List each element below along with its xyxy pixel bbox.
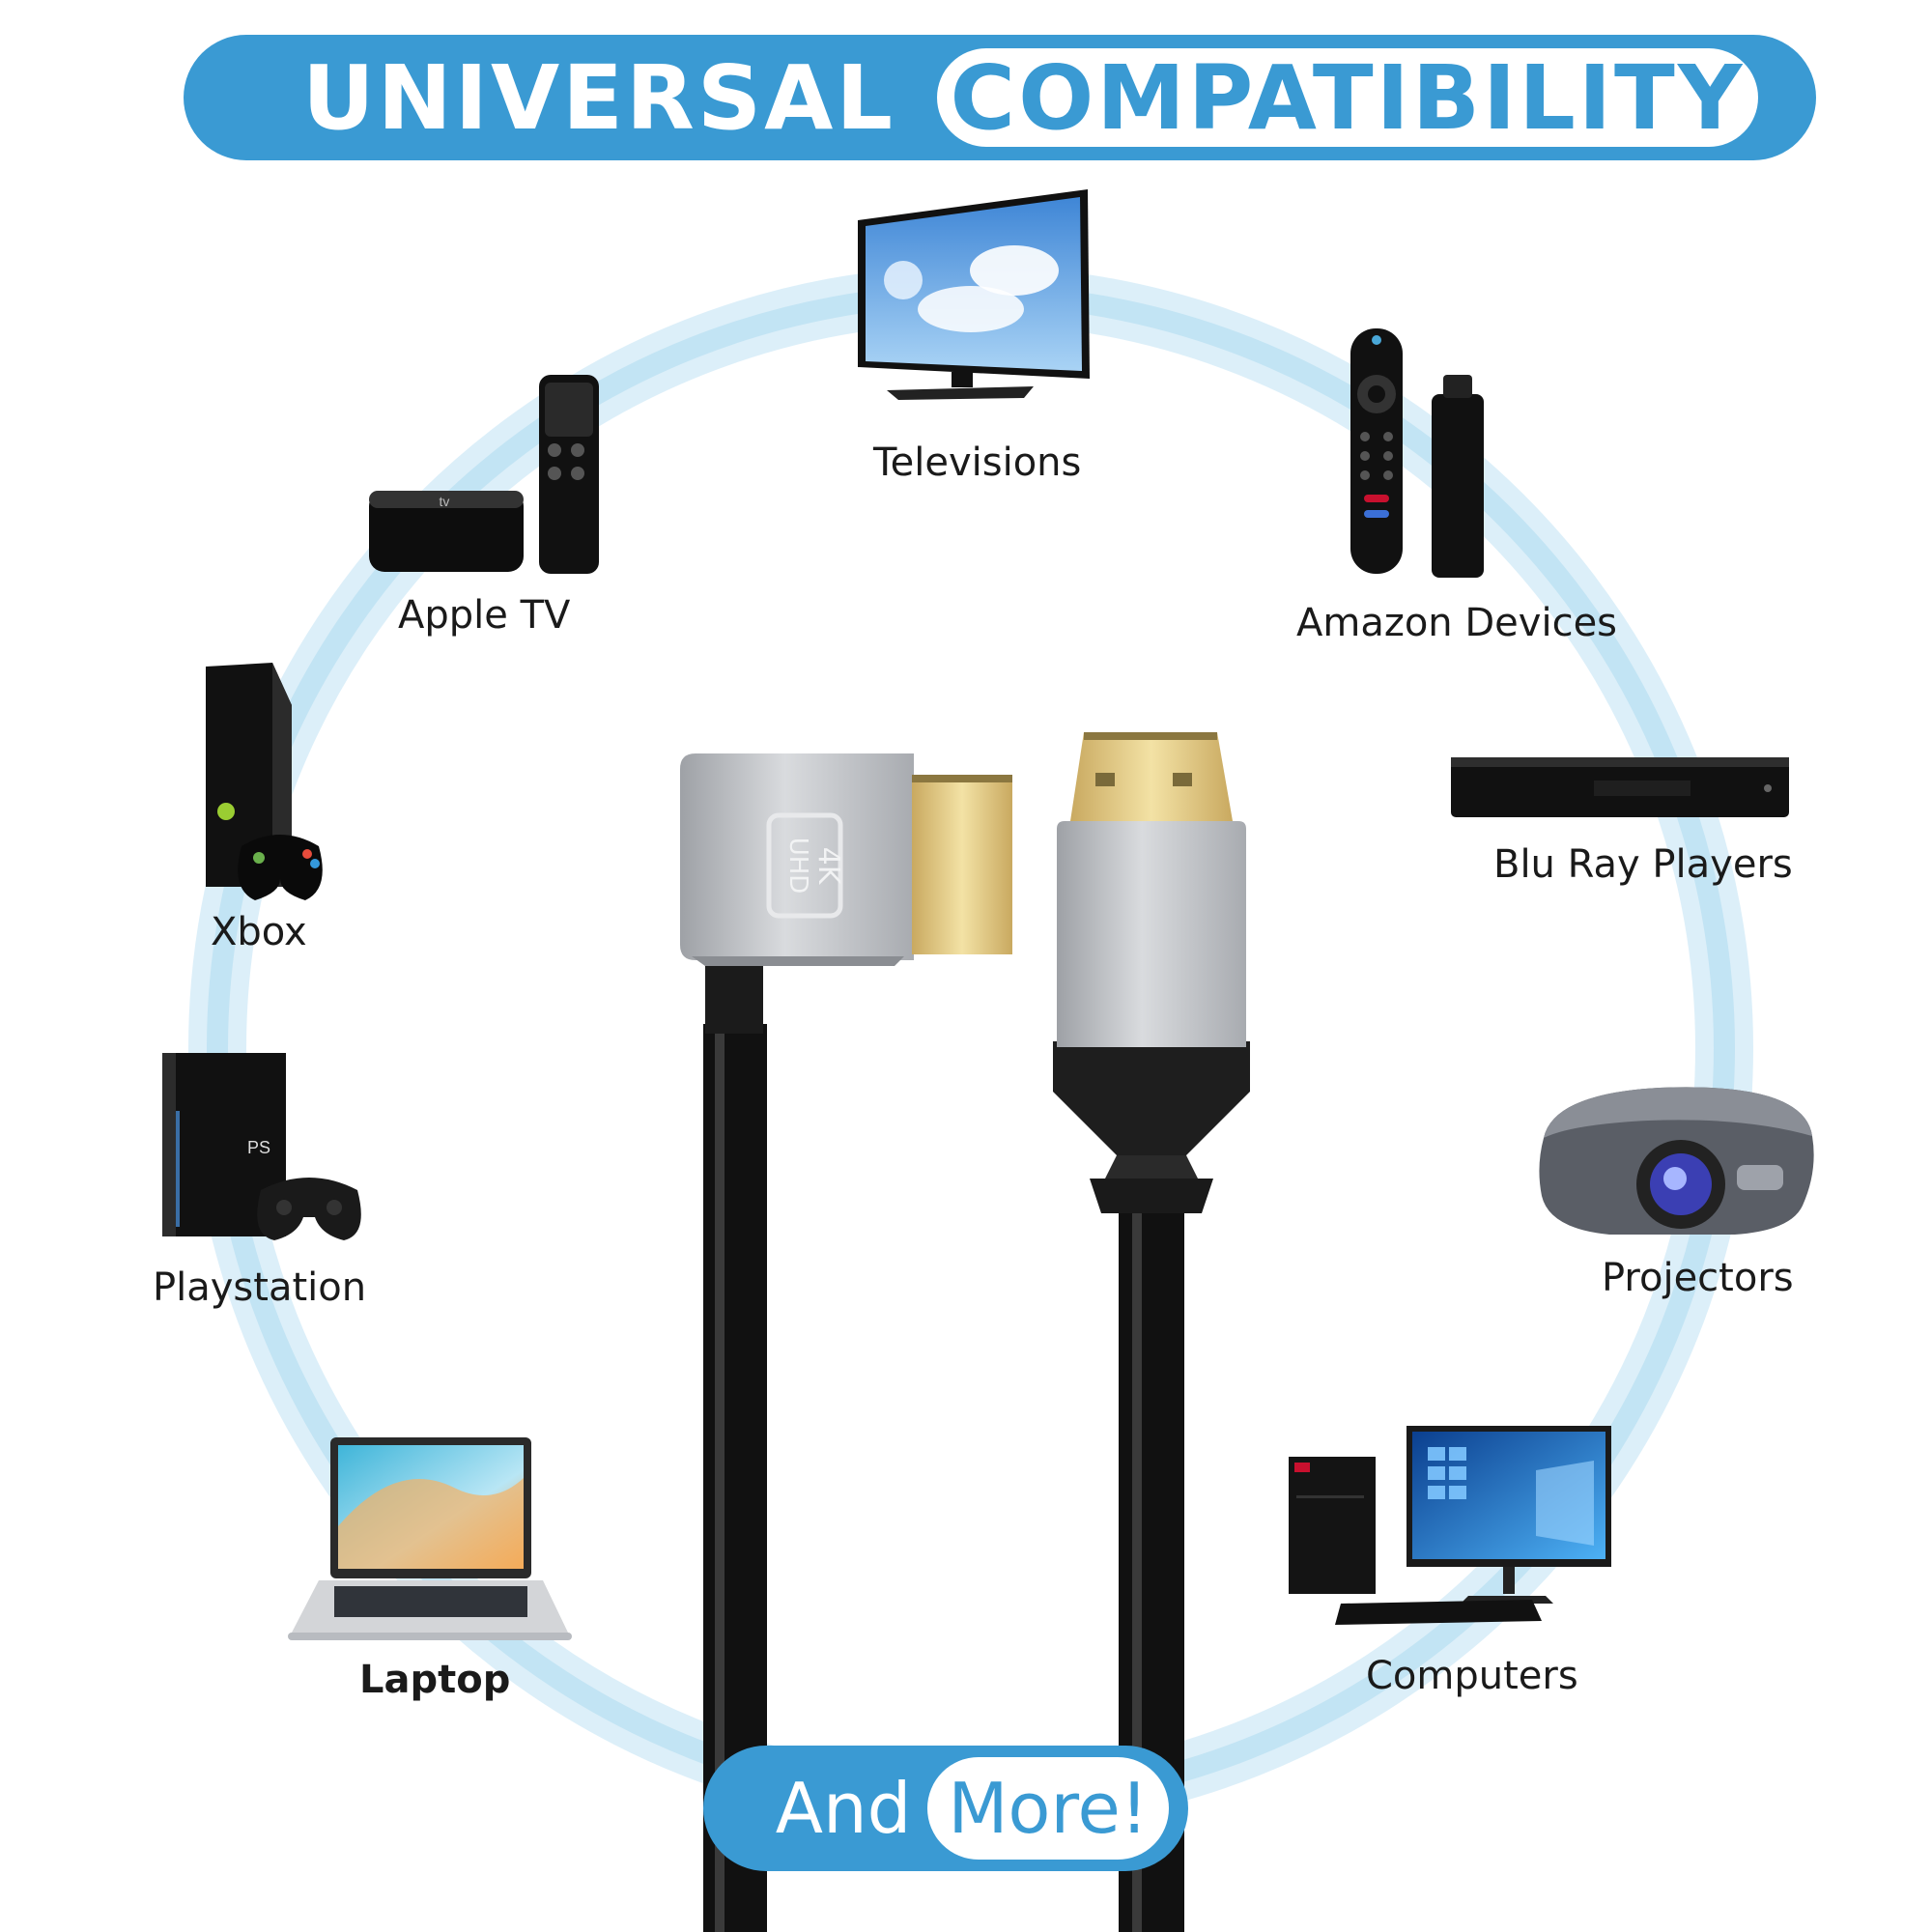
- device-label-computers: Computers: [1366, 1654, 1578, 1698]
- badge-line2: UHD: [783, 838, 812, 895]
- hdmi-straight-connector: [1053, 732, 1250, 1932]
- device-label-xbox: Xbox: [211, 910, 307, 954]
- apple-tv-icon: tv: [369, 375, 599, 574]
- device-label-televisions: Televisions: [873, 440, 1082, 485]
- banner-right-text: COMPATIBILITY: [937, 46, 1758, 150]
- device-label-apple-tv: Apple TV: [398, 593, 571, 638]
- device-label-blu-ray-players: Blu Ray Players: [1493, 842, 1793, 887]
- device-label-amazon-devices: Amazon Devices: [1296, 601, 1618, 645]
- and-more-right-text: More!: [927, 1757, 1169, 1860]
- device-label-laptop: Laptop: [359, 1658, 511, 1702]
- amazon-fire-stick-icon: [1350, 328, 1484, 578]
- laptop-icon: [288, 1437, 572, 1640]
- desktop-computer-icon: [1289, 1426, 1611, 1625]
- banner-left-text: UNIVERSAL: [302, 45, 895, 150]
- svg-text:PS: PS: [247, 1138, 270, 1157]
- svg-text:tv: tv: [440, 494, 450, 509]
- and-more-pill: And More!: [703, 1746, 1188, 1871]
- device-label-playstation: Playstation: [153, 1265, 367, 1310]
- device-label-projectors: Projectors: [1602, 1256, 1794, 1300]
- blu-ray-player-icon: [1451, 757, 1789, 817]
- playstation-icon: PS: [162, 1053, 361, 1240]
- title-banner: UNIVERSAL COMPATIBILITY: [184, 35, 1816, 160]
- and-more-left-text: And: [775, 1768, 912, 1849]
- badge-line1: 4K: [811, 847, 845, 886]
- xbox-icon: [206, 663, 323, 900]
- 4k-uhd-badge: 4K UHD: [766, 812, 845, 919]
- projector-icon: [1539, 1087, 1814, 1235]
- television-icon: [858, 189, 1090, 400]
